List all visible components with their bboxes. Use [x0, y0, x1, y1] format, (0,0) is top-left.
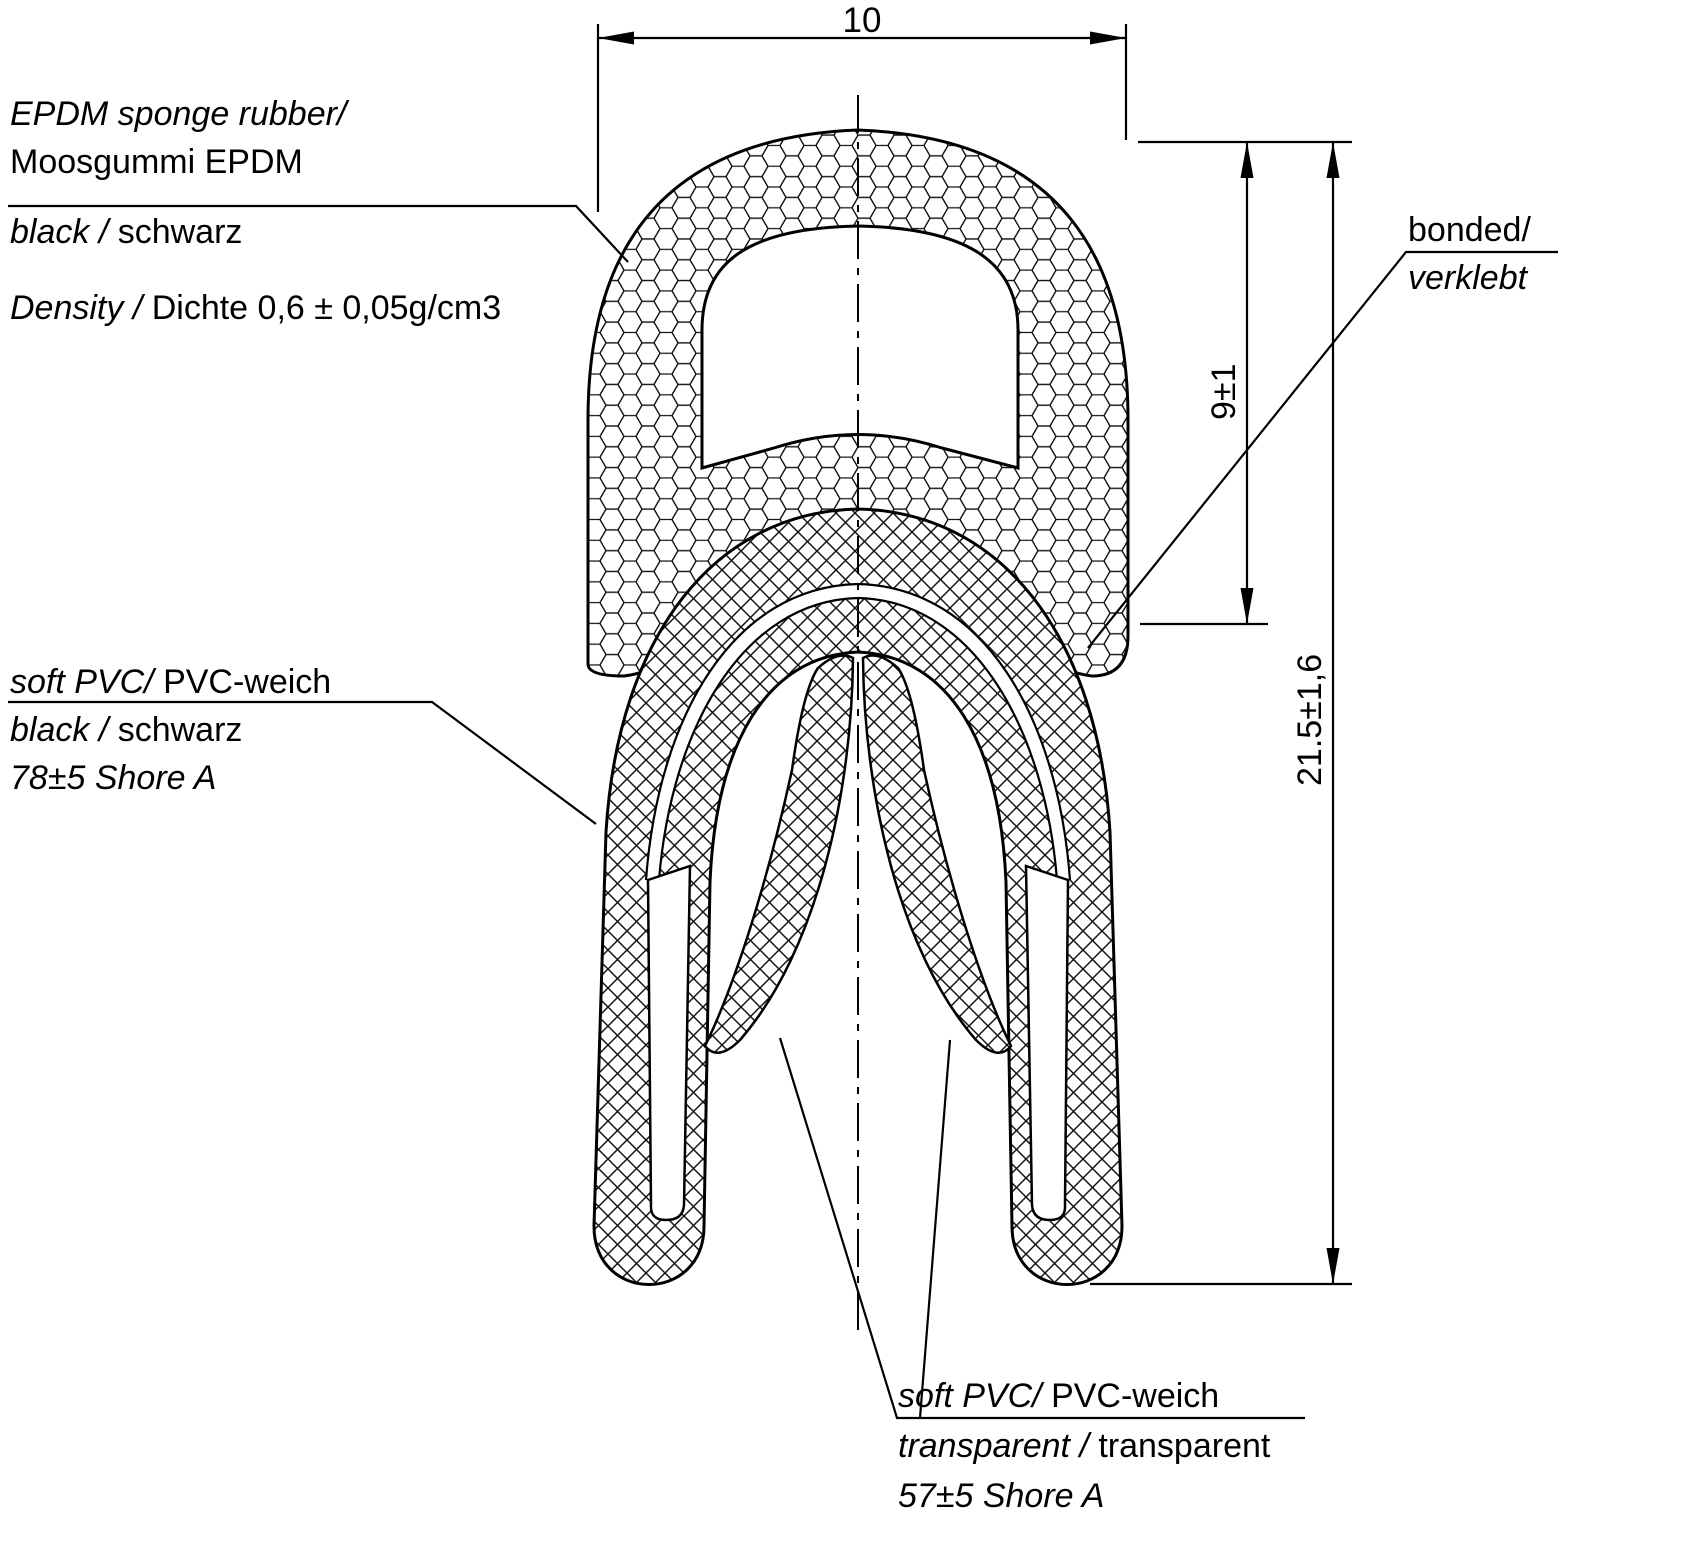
label-density-en: Density /: [10, 289, 152, 327]
label-sponge-color-en: black /: [10, 213, 118, 251]
label-bonded-en: bonded/: [1408, 211, 1531, 249]
label-sponge-color: black / schwarz: [10, 212, 242, 253]
leg-slot-left: [646, 864, 692, 1222]
label-bonded-de: verklebt: [1408, 259, 1528, 297]
grip-finger-right: [861, 654, 1013, 1054]
label-pvc-bottom-material: soft PVC/ PVC-weich: [898, 1376, 1219, 1417]
leg-slot-right: [1024, 864, 1070, 1222]
label-pvc-side-material: soft PVC/ PVC-weich: [10, 662, 331, 703]
label-pvc-bottom-color: transparent / transparent: [898, 1426, 1270, 1467]
dim-text-sponge-height: 9±1: [1205, 363, 1243, 420]
grip-finger-left: [703, 654, 855, 1054]
label-pvc-bottom-de: PVC-weich: [1051, 1377, 1220, 1415]
label-sponge-density: Density / Dichte 0,6 ± 0,05g/cm3: [10, 288, 501, 329]
dim-text-width-top: 10: [842, 1, 882, 40]
leader-lines: [8, 204, 1558, 1420]
label-sponge-material-en: EPDM sponge rubber/: [10, 95, 347, 133]
label-pvc-side-color-en: black /: [10, 711, 118, 749]
label-pvc-bottom-color-de: transparent: [1098, 1427, 1271, 1465]
label-pvc-bottom-hardness: 57±5 Shore A: [898, 1477, 1105, 1515]
label-pvc-bottom-en: soft PVC/: [898, 1377, 1052, 1415]
pvc-clamp-body: [592, 507, 1124, 1286]
dimension-total-height: [1090, 142, 1352, 1286]
label-pvc-bottom-color-en: transparent /: [898, 1427, 1099, 1465]
label-pvc-side-hardness: 78±5 Shore A: [10, 759, 217, 797]
dim-text-total-height: 21.5±1,6: [1291, 653, 1329, 786]
label-pvc-side-en: soft PVC/: [10, 663, 164, 701]
label-sponge-material-de: Moosgummi EPDM: [10, 143, 303, 181]
dimension-width-top: [596, 24, 1128, 212]
label-sponge-color-de: schwarz: [117, 213, 243, 251]
label-pvc-side-color: black / schwarz: [10, 710, 242, 751]
sponge-cavity: [700, 224, 1020, 470]
label-pvc-side-de: PVC-weich: [163, 663, 332, 701]
label-pvc-side-color-de: schwarz: [117, 711, 243, 749]
dimension-sponge-height: [1138, 140, 1352, 626]
label-density-value: Dichte 0,6 ± 0,05g/cm3: [151, 289, 502, 327]
